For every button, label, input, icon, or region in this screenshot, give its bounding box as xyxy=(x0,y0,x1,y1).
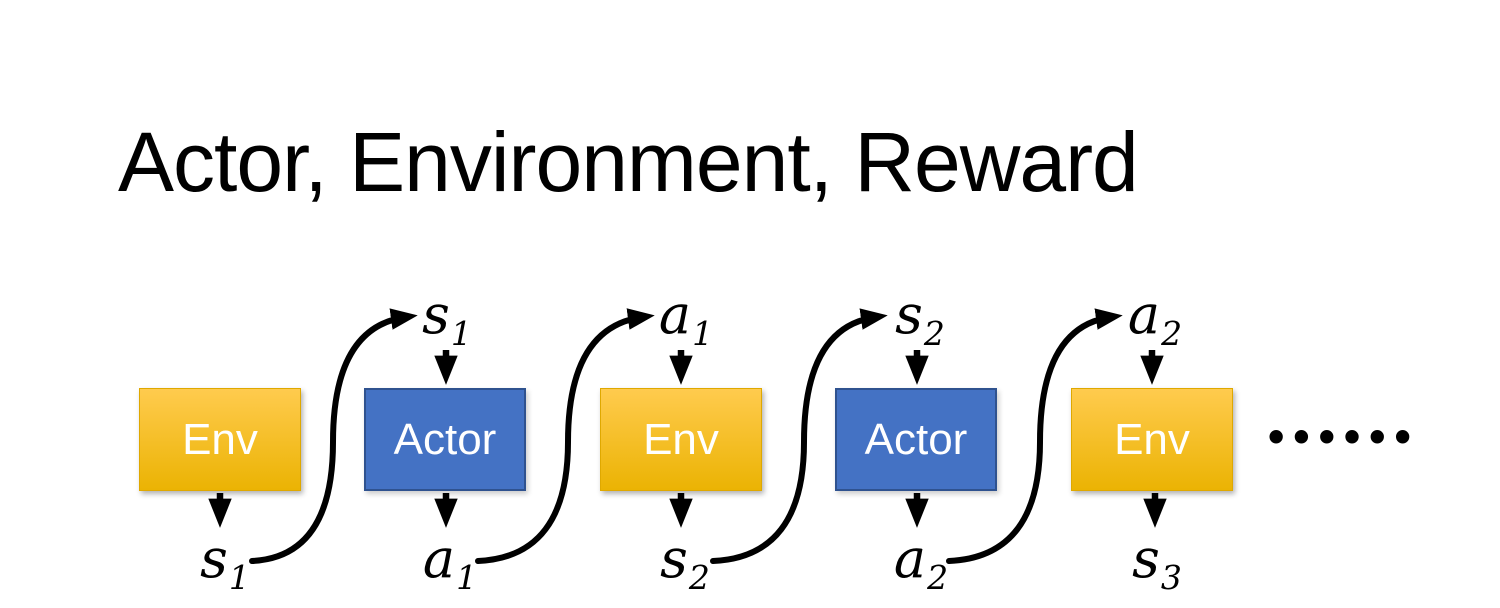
env-box-2: Env xyxy=(600,388,762,491)
bottom-label-s1: s1 xyxy=(200,532,250,595)
bottom-label-s1-sub: 1 xyxy=(228,558,250,597)
bottom-label-a2: a2 xyxy=(894,532,948,595)
bottom-label-s1-base: s xyxy=(200,527,228,590)
actor-box-2-label: Actor xyxy=(864,414,968,464)
top-label-s1: s1 xyxy=(422,288,472,351)
top-label-s2: s2 xyxy=(895,288,945,351)
bottom-label-s3-sub: 3 xyxy=(1160,558,1182,597)
top-label-a2: a2 xyxy=(1128,288,1182,351)
env-box-3-label: Env xyxy=(1114,414,1190,464)
s1-transfer-arrow xyxy=(249,308,418,564)
bottom-label-a2-sub: 2 xyxy=(927,558,949,597)
top-label-a2-sub: 2 xyxy=(1161,314,1183,353)
actor-box-2: Actor xyxy=(835,388,997,491)
top-label-a1-base: a xyxy=(658,283,692,346)
a2-transfer-arrow xyxy=(946,308,1123,564)
actor-box-1-label: Actor xyxy=(393,414,497,464)
top-label-s1-base: s xyxy=(422,283,450,346)
env-box-2-label: Env xyxy=(643,414,719,464)
top-label-s2-sub: 2 xyxy=(923,314,945,353)
actor-box-1: Actor xyxy=(364,388,526,491)
top-label-s1-sub: 1 xyxy=(450,314,472,353)
bottom-label-a2-base: a xyxy=(893,527,927,590)
s2-transfer-arrow xyxy=(710,308,888,564)
slide-title: Actor, Environment, Reward xyxy=(118,115,1139,209)
top-label-a2-base: a xyxy=(1127,283,1161,346)
top-label-a1: a1 xyxy=(659,288,713,351)
bottom-label-s2-base: s xyxy=(660,527,688,590)
env-box-1-label: Env xyxy=(182,414,258,464)
bottom-label-a1-sub: 1 xyxy=(456,558,478,597)
continuation-ellipsis: •••••• xyxy=(1264,416,1416,460)
bottom-label-s2: s2 xyxy=(660,532,710,595)
bottom-label-a1: a1 xyxy=(423,532,477,595)
bottom-label-a1-base: a xyxy=(422,527,456,590)
env-box-3: Env xyxy=(1071,388,1233,491)
bottom-label-s2-sub: 2 xyxy=(688,558,710,597)
a1-transfer-arrow xyxy=(475,308,655,564)
bottom-label-s3-base: s xyxy=(1132,527,1160,590)
top-label-a1-sub: 1 xyxy=(692,314,714,353)
top-label-s2-base: s xyxy=(895,283,923,346)
env-box-1: Env xyxy=(139,388,301,491)
bottom-label-s3: s3 xyxy=(1132,532,1182,595)
